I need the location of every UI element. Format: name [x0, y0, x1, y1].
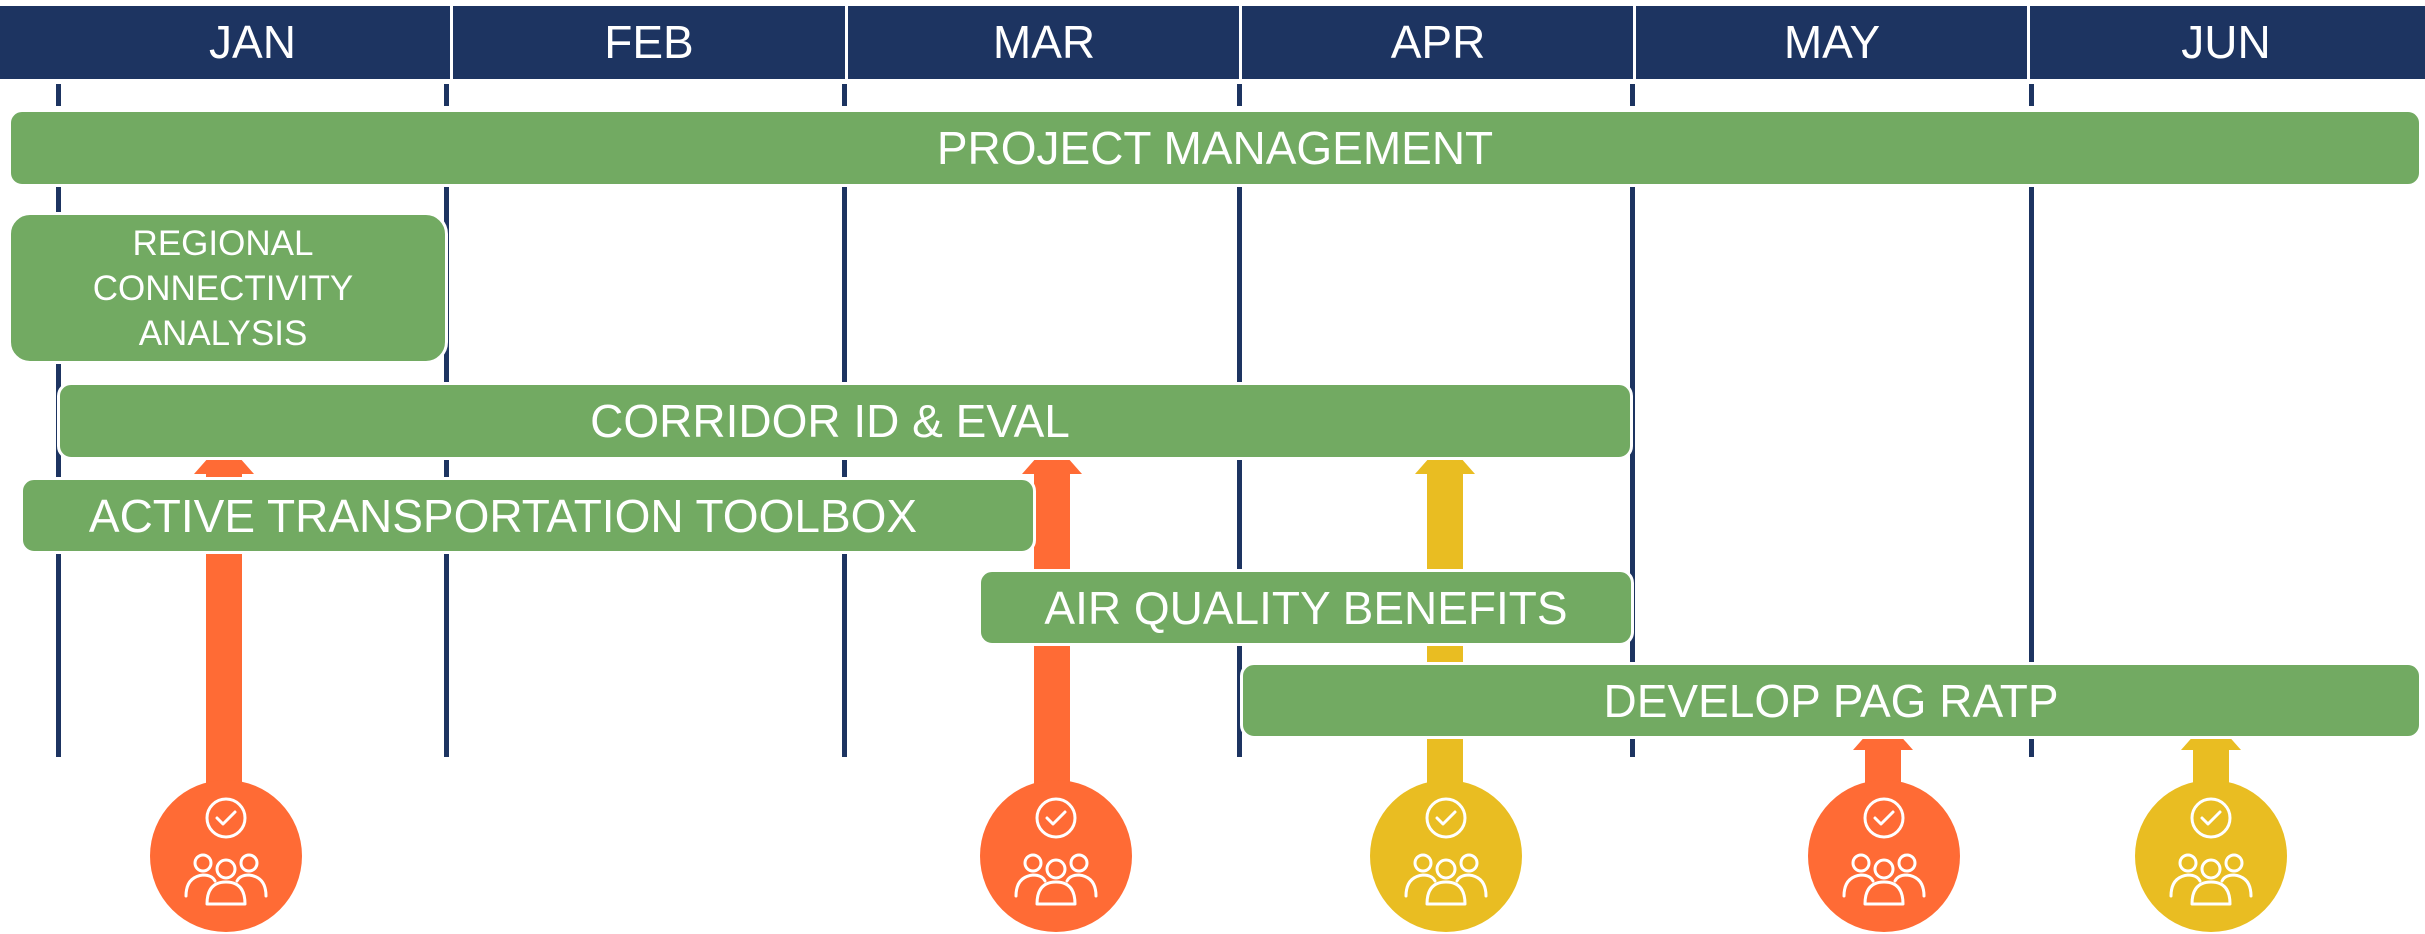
- month-mar: MAR: [845, 6, 1240, 79]
- task-label: AIR QUALITY BENEFITS: [1044, 581, 1568, 634]
- group-check-icon: [1014, 797, 1098, 906]
- month-divider-line: [2029, 84, 2034, 757]
- task-bar-project-management: PROJECT MANAGEMENT: [8, 109, 2422, 187]
- task-label-line: ANALYSIS: [138, 313, 308, 353]
- task-bar-active-transportation-toolbox: ACTIVE TRANSPORTATION TOOLBOX: [20, 477, 1036, 554]
- task-bar-air-quality-benefits: AIR QUALITY BENEFITS: [978, 569, 1634, 646]
- month-feb: FEB: [450, 6, 845, 79]
- task-label: ACTIVE TRANSPORTATION TOOLBOX: [88, 489, 918, 542]
- task-label: CORRIDOR ID & EVAL: [590, 395, 1070, 447]
- milestone-circle-1: [150, 780, 302, 932]
- task-bar-regional-connectivity-analysis: REGIONAL CONNECTIVITY ANALYSIS: [8, 212, 448, 364]
- group-check-icon: [1404, 797, 1488, 906]
- month-may: MAY: [1633, 6, 2028, 79]
- group-check-icon: [2169, 797, 2253, 906]
- month-apr: APR: [1239, 6, 1634, 79]
- task-label-line: CONNECTIVITY: [92, 268, 354, 308]
- task-bar-develop-pag-ratp: DEVELOP PAG RATP: [1240, 662, 2422, 739]
- task-bar-corridor-id-eval: CORRIDOR ID & EVAL: [57, 382, 1633, 460]
- task-label-line: REGIONAL: [132, 223, 314, 263]
- month-header: [0, 6, 2425, 79]
- milestone-circle-2: [980, 780, 1132, 932]
- task-label: PROJECT MANAGEMENT: [936, 122, 1494, 174]
- milestone-circle-3: [1370, 780, 1522, 932]
- month-jan: JAN: [209, 16, 296, 68]
- group-check-icon: [184, 797, 268, 906]
- month-jun: JUN: [2027, 6, 2422, 79]
- task-label: DEVELOP PAG RATP: [1603, 674, 2059, 727]
- group-check-icon: [1842, 797, 1926, 906]
- milestone-circle-4: [1808, 780, 1960, 932]
- milestone-circle-5: [2135, 780, 2287, 932]
